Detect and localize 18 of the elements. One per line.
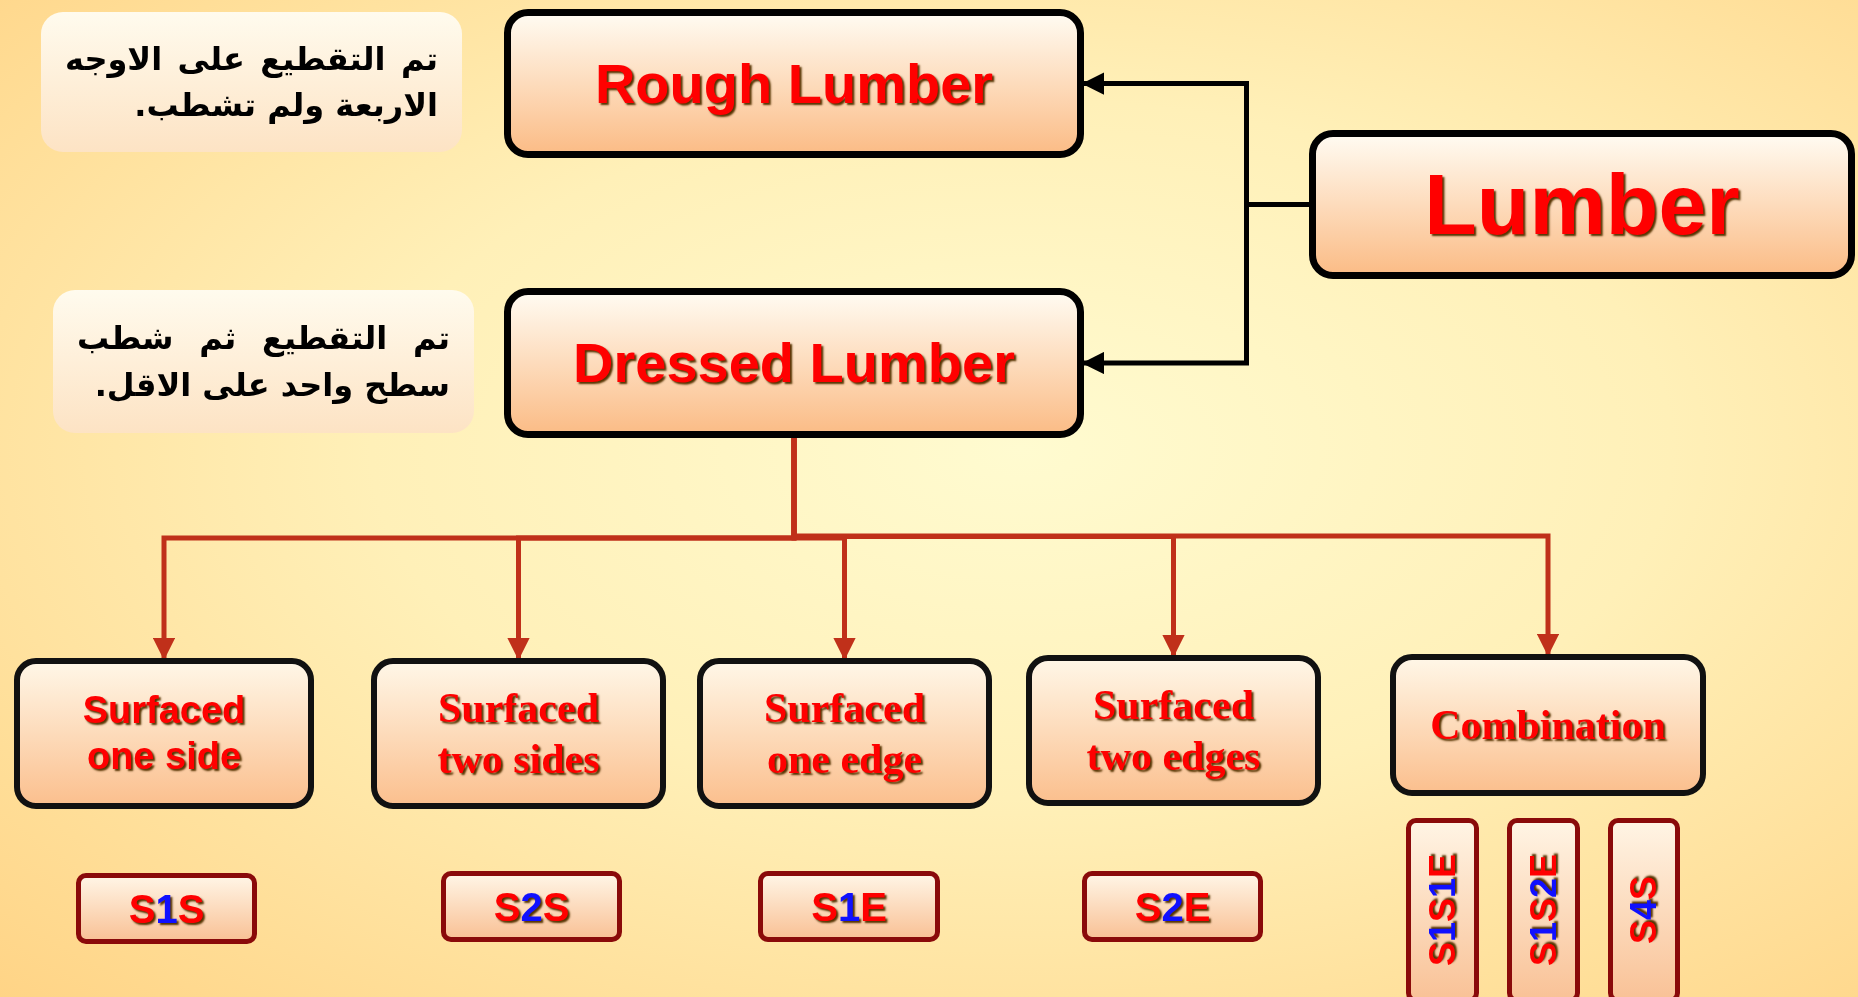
code-box: S1S1E <box>1406 818 1479 997</box>
arrow <box>791 438 1560 657</box>
category-box: Combination <box>1390 654 1706 796</box>
note-box: تم التقطيع ثم شطب سطح واحد على الاقل. <box>53 290 474 433</box>
category-box: Surfaced one side <box>14 658 314 809</box>
category-box: Surfaced two edges <box>1026 655 1321 806</box>
category-box: Surfaced two sides <box>371 658 666 809</box>
code-box: S2S <box>441 871 622 942</box>
code-box: S4S <box>1608 818 1680 997</box>
note-box: تم التقطيع على الاوجه الاربعة ولم تشطب. <box>41 12 462 152</box>
code-box: S1S <box>76 873 257 944</box>
category-box: Dressed Lumber <box>504 288 1084 438</box>
code-box: S1E <box>758 871 940 942</box>
category-box: Surfaced one edge <box>697 658 992 809</box>
code-box: S1S2E <box>1507 818 1580 997</box>
category-box: Lumber <box>1309 130 1855 279</box>
code-box: S2E <box>1082 871 1263 942</box>
category-box: Rough Lumber <box>504 9 1084 158</box>
